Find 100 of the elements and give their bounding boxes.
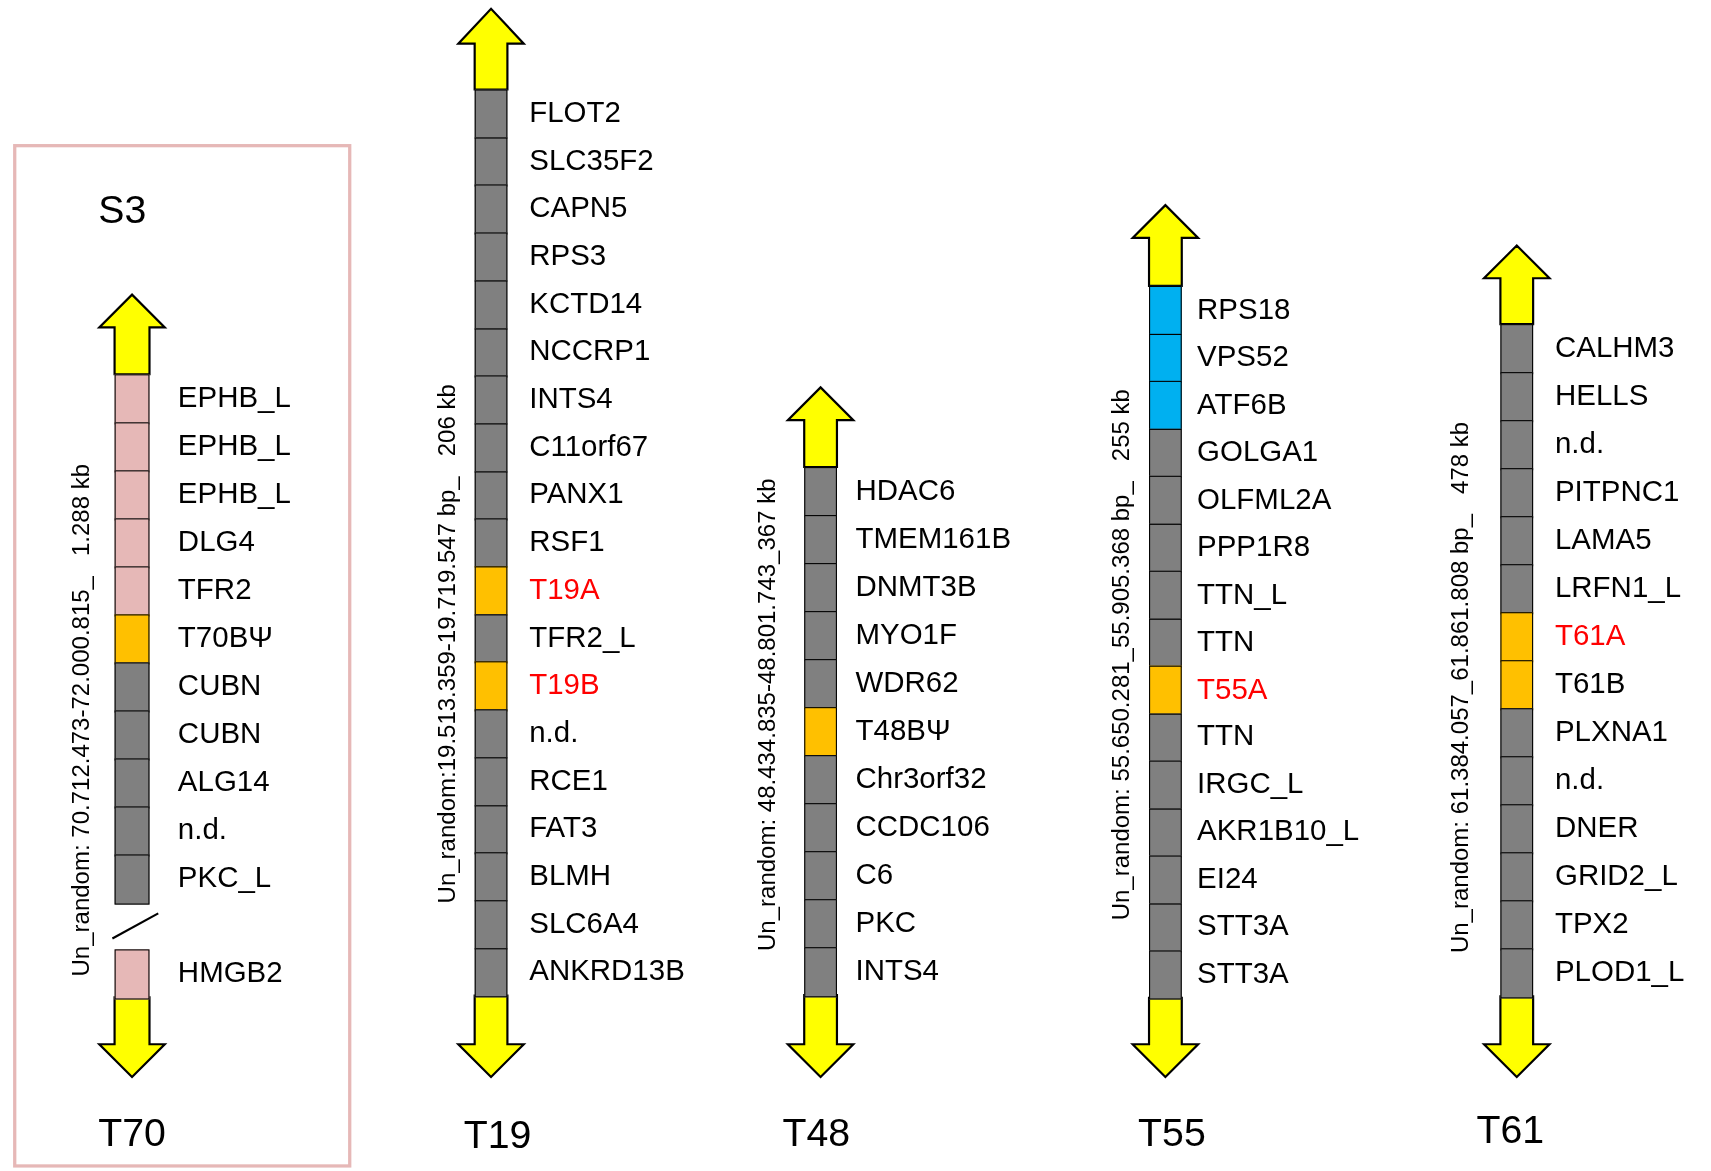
gene-block (1149, 380, 1182, 430)
gene-block (474, 709, 508, 759)
segment-name: T55 (1138, 1111, 1206, 1155)
gene-block (474, 757, 508, 807)
gene-name: STT3A (1197, 957, 1289, 991)
gene-name: ATF6B (1197, 388, 1287, 421)
gene-name: TTN (1197, 625, 1255, 659)
gene-block (1149, 285, 1182, 335)
gene-name: PLXNA1 (1554, 716, 1668, 749)
gene-name: WDR62 (855, 666, 959, 700)
gene-block (474, 900, 508, 950)
gene-name: T61B (1554, 668, 1626, 701)
gene-block (114, 518, 150, 568)
gene-name: IRGC_L (1197, 768, 1304, 801)
gene-block (1500, 948, 1534, 998)
gene-block (114, 758, 150, 809)
gene-block (1500, 372, 1534, 422)
gene-block (804, 899, 837, 949)
gene-block (474, 137, 508, 187)
gene-block (1149, 808, 1182, 858)
gene-name: T19A (529, 573, 600, 607)
gene-block (1149, 950, 1182, 1000)
gene-name: n.d. (177, 814, 227, 847)
gene-block (804, 467, 837, 517)
gene-name: PITPNC1 (1554, 475, 1680, 509)
gene-name: KCTD14 (529, 287, 643, 321)
gene-block (474, 184, 508, 235)
gene-block (114, 422, 150, 472)
coordinate-label: Un_random: 61.384.057_61.861.808 bp_ 478 kb (1446, 421, 1474, 954)
gene-name: SLC6A4 (529, 907, 639, 941)
gene-name: TTN_L (1197, 578, 1288, 611)
gene-block (1500, 804, 1534, 854)
gene-block (804, 515, 837, 565)
gene-block (474, 470, 508, 521)
gene-name: T70BΨ (177, 622, 273, 655)
gene-block (804, 755, 837, 805)
gene-name: PLOD1_L (1554, 956, 1685, 989)
gene-block (1500, 708, 1534, 758)
gene-name: PKC (855, 906, 917, 940)
gene-name: FLOT2 (529, 97, 621, 130)
gene-name: C11orf67 (529, 430, 649, 464)
gene-block (474, 518, 508, 568)
gene-name: C6 (855, 858, 894, 892)
gene-name: DNER (1554, 812, 1639, 845)
gene-block (1500, 516, 1534, 566)
gene-block (114, 614, 150, 664)
gene-name: n.d. (1554, 427, 1605, 461)
gene-block (1149, 475, 1182, 525)
gene-name: TPX2 (1554, 908, 1629, 941)
gene-block (1500, 420, 1534, 470)
gene-name: EPHB_L (177, 430, 291, 463)
gene-name: GOLGA1 (1197, 435, 1319, 469)
gene-name: STT3A (1197, 910, 1289, 943)
gene-name: CCDC106 (855, 810, 990, 844)
gene-block (1500, 660, 1534, 710)
gene-name: EI24 (1197, 863, 1258, 896)
gene-name: CAPN5 (529, 192, 628, 225)
gene-name: SLC35F2 (529, 144, 654, 178)
gene-block (474, 566, 508, 616)
gene-block (1149, 760, 1182, 810)
gene-name: PANX1 (529, 478, 624, 511)
gene-name: PKC_L (177, 862, 272, 895)
gene-name: T48BΨ (855, 714, 951, 748)
gene-block (1149, 665, 1182, 715)
gene-block (114, 854, 150, 905)
coordinate-label: Un_random: 48.434.835-48.801.743_367 kb (753, 478, 781, 951)
gene-name: INTS4 (855, 954, 939, 988)
gene-name: BLMH (529, 860, 612, 893)
gene-block (474, 423, 508, 473)
gene-block (474, 327, 508, 378)
gene-name: RCE1 (529, 764, 608, 798)
gene-block (1149, 570, 1182, 620)
gene-block (474, 852, 508, 902)
gene-block (804, 611, 837, 661)
gene-block (114, 806, 150, 857)
gene-block (1500, 564, 1534, 614)
gene-block (1149, 902, 1182, 953)
gene-block (1500, 756, 1534, 806)
gene-name: DLG4 (177, 526, 255, 559)
gene-name: OLFML2A (1197, 483, 1332, 516)
gene-name: Chr3orf32 (855, 762, 987, 796)
gene-block (1500, 468, 1534, 518)
gene-block (804, 851, 837, 901)
gene-name: RPS18 (1197, 293, 1291, 326)
gene-name: GRID2_L (1554, 860, 1678, 893)
gene-name: n.d. (529, 717, 579, 750)
gene-block (1149, 855, 1182, 905)
segment-name: T61 (1476, 1107, 1545, 1151)
gene-name: T55A (1197, 673, 1268, 706)
gene-name: TFR2 (177, 574, 252, 607)
gene-name: ANKRD13B (529, 955, 685, 988)
gene-name: INTS4 (529, 383, 613, 416)
gene-name: HMGB2 (177, 957, 283, 990)
segment-name: T70 (98, 1111, 166, 1155)
gene-block (474, 375, 508, 425)
panel-frame (13, 144, 352, 1168)
gene-name: DNMT3B (855, 570, 977, 604)
gene-block (1149, 428, 1182, 478)
gene-block (1149, 713, 1182, 763)
gene-block (474, 947, 508, 998)
